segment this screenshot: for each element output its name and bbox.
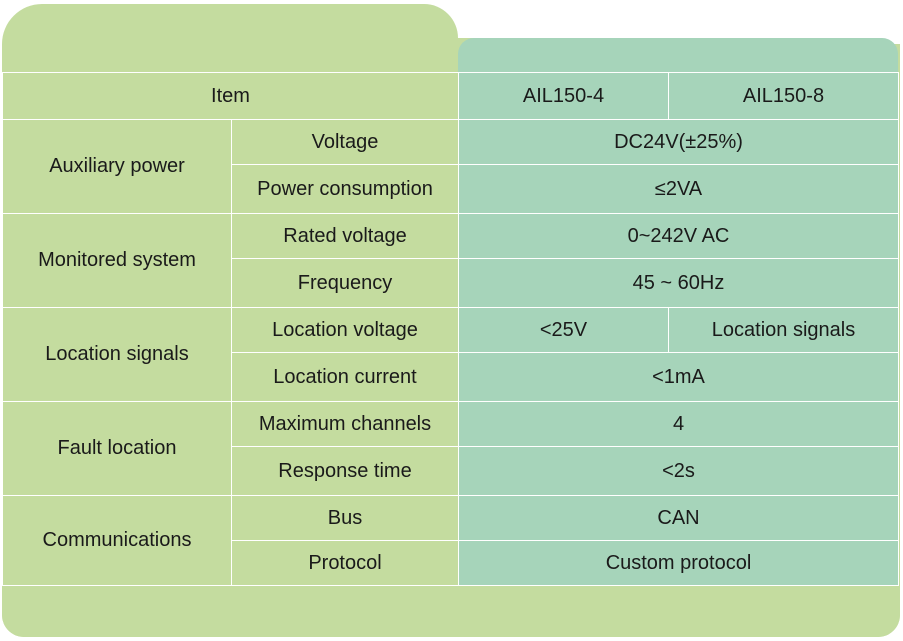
header-item: Item: [2, 72, 459, 120]
param-label: Protocol: [231, 540, 459, 586]
tab-notch-right: [880, 4, 902, 44]
header-model-b: AIL150-8: [668, 72, 899, 120]
header-model-a: AIL150-4: [458, 72, 669, 120]
param-label: Location voltage: [231, 307, 459, 353]
group-label: Auxiliary power: [2, 119, 232, 214]
param-label: Response time: [231, 446, 459, 496]
group-label: Location signals: [2, 307, 232, 402]
param-value: Custom protocol: [458, 540, 899, 586]
table-row: Location signals Location voltage <25V L…: [2, 307, 899, 402]
param-value: DC24V(±25%): [458, 119, 899, 165]
table-footer-strip: [2, 583, 900, 637]
param-value: 0~242V AC: [458, 213, 899, 259]
param-value: 4: [458, 401, 899, 447]
tab-notch-fill: [458, 4, 900, 38]
param-label: Bus: [231, 495, 459, 541]
param-value: <2s: [458, 446, 899, 496]
param-value: <1mA: [458, 352, 899, 402]
table-row: Fault location Maximum channels 4: [2, 401, 899, 496]
param-label: Rated voltage: [231, 213, 459, 259]
param-value: 45 ~ 60Hz: [458, 258, 899, 308]
param-label: Maximum channels: [231, 401, 459, 447]
table-row: Auxiliary power Voltage DC24V(±25%): [2, 119, 899, 214]
table-row: Response time <2s: [3, 446, 899, 496]
param-value: CAN: [458, 495, 899, 541]
param-label: Location current: [231, 352, 459, 402]
spec-table: Item AIL150-4 AIL150-8 Auxiliary power V…: [2, 72, 899, 586]
group-label: Monitored system: [2, 213, 232, 308]
table-row: Location current <1mA: [3, 352, 899, 402]
param-value: ≤2VA: [458, 164, 899, 214]
group-label: Communications: [2, 495, 232, 586]
param-value-b: Location signals: [668, 307, 899, 353]
table-row: Communications Bus CAN: [2, 495, 899, 586]
param-label: Voltage: [231, 119, 459, 165]
table-row: Power consumption ≤2VA: [3, 164, 899, 214]
header-row: Item AIL150-4 AIL150-8: [2, 72, 899, 120]
table-row: Protocol Custom protocol: [3, 540, 899, 586]
table-row: Frequency 45 ~ 60Hz: [3, 258, 899, 308]
param-label: Power consumption: [231, 164, 459, 214]
param-label: Frequency: [231, 258, 459, 308]
table-row: Monitored system Rated voltage 0~242V AC: [2, 213, 899, 308]
group-label: Fault location: [2, 401, 232, 496]
param-value-a: <25V: [458, 307, 669, 353]
